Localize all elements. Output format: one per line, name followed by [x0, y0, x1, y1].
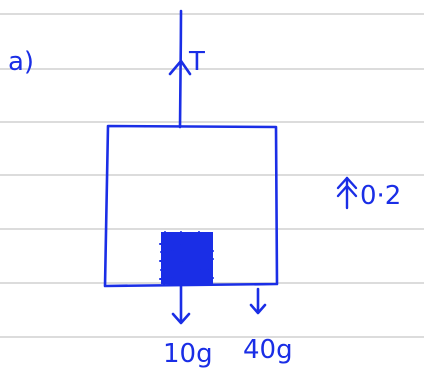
- weight-large-label: 40g: [243, 335, 293, 365]
- weight-small-arrowhead-icon: [171, 312, 191, 325]
- acceleration-arrowhead-icon: [336, 176, 358, 198]
- tension-arrow-icon: [168, 59, 192, 76]
- small-mass-fill: [161, 232, 213, 284]
- weight-large-arrowhead-icon: [249, 303, 267, 315]
- tension-rope: [178, 9, 183, 129]
- small-mass-block: [159, 231, 214, 285]
- part-label: a): [8, 47, 34, 77]
- weight-small-label: 10g: [163, 339, 213, 369]
- tension-label: T: [188, 47, 205, 77]
- small-mass-scribble: [159, 231, 214, 285]
- lift-box: [103, 124, 279, 288]
- ruled-lines: [0, 13, 424, 338]
- acceleration-label: 0·2: [360, 181, 401, 211]
